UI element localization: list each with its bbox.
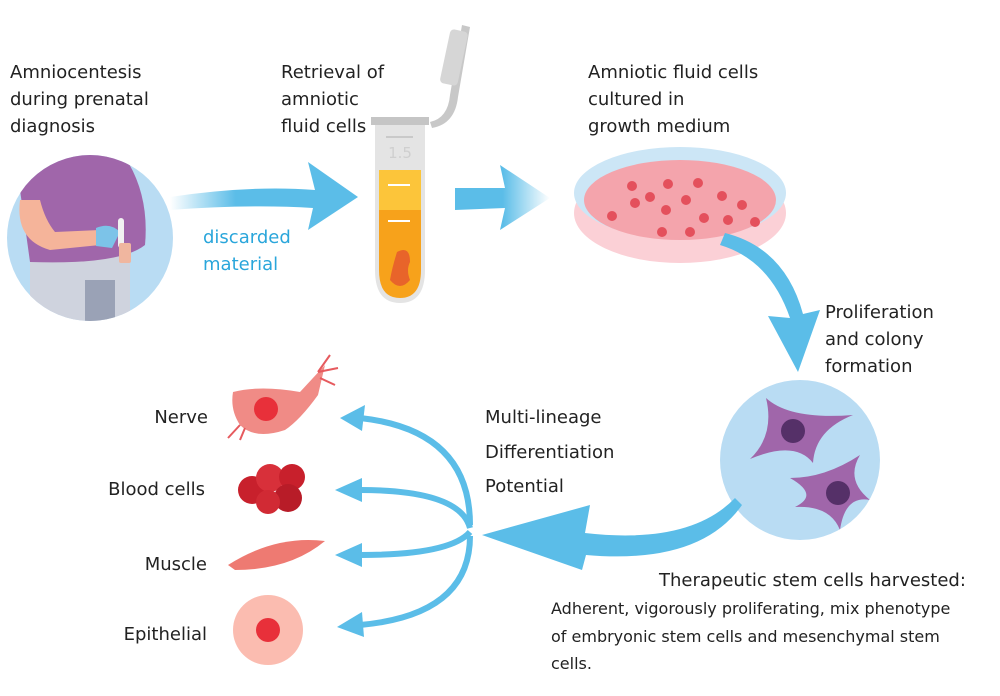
svg-text:of embryonic stem cells and me: of embryonic stem cells and mesenchymal … — [551, 627, 940, 646]
epithelial-cell-icon — [233, 595, 303, 665]
cell-type-muscle: Muscle — [145, 554, 207, 575]
svg-text:Differentiation: Differentiation — [485, 442, 614, 463]
retrieval-label: Retrieval of amniotic fluid cells — [281, 62, 385, 137]
cell-type-epithelial: Epithelial — [124, 624, 207, 645]
arrowheads — [335, 405, 365, 637]
svg-text:Proliferation: Proliferation — [825, 302, 934, 323]
differentiation-label: Multi-lineage Differentiation Potential — [485, 407, 614, 497]
svg-text:and colony: and colony — [825, 329, 924, 350]
svg-text:Amniotic fluid cells: Amniotic fluid cells — [588, 62, 758, 83]
arrow-to-differentiation — [482, 498, 742, 570]
muscle-cell-icon — [228, 540, 325, 570]
blood-cells-icon — [238, 464, 305, 514]
svg-text:discarded: discarded — [203, 227, 291, 248]
arrow-to-colony — [720, 233, 820, 372]
harvest-title: Therapeutic stem cells harvested: — [658, 570, 966, 591]
svg-text:during prenatal: during prenatal — [10, 89, 149, 110]
harvest-text: Therapeutic stem cells harvested: Adhere… — [551, 570, 966, 673]
proliferation-label: Proliferation and colony formation — [825, 302, 934, 377]
svg-text:formation: formation — [825, 356, 912, 377]
amniocentesis-label: Amniocentesis during prenatal diagnosis — [10, 62, 149, 137]
sample-tube-icon: 1.5 — [371, 25, 470, 303]
svg-text:growth medium: growth medium — [588, 116, 730, 137]
svg-text:Retrieval of: Retrieval of — [281, 62, 385, 83]
arrow-to-dish — [455, 165, 550, 230]
arrow-to-tube — [170, 162, 358, 230]
differentiation-arrows — [359, 415, 473, 628]
cell-type-blood: Blood cells — [108, 479, 205, 500]
nerve-cell-icon — [227, 354, 339, 441]
svg-text:diagnosis: diagnosis — [10, 116, 95, 137]
svg-text:cells.: cells. — [551, 654, 592, 673]
cell-type-labels: Nerve Blood cells Muscle Epithelial — [108, 407, 208, 645]
culture-label: Amniotic fluid cells cultured in growth … — [588, 62, 758, 137]
stem-cells-illustration — [720, 380, 880, 540]
discarded-label: discarded material — [203, 227, 291, 275]
tube-volume-label: 1.5 — [388, 144, 412, 162]
svg-text:fluid cells: fluid cells — [281, 116, 366, 137]
cell-type-nerve: Nerve — [154, 407, 208, 428]
patient-illustration — [7, 155, 173, 321]
svg-text:Multi-lineage: Multi-lineage — [485, 407, 602, 428]
svg-text:Amniocentesis: Amniocentesis — [10, 62, 142, 83]
svg-text:Adherent, vigorously prolifera: Adherent, vigorously proliferating, mix … — [551, 599, 950, 618]
svg-text:Potential: Potential — [485, 476, 564, 497]
svg-text:material: material — [203, 254, 278, 275]
svg-text:amniotic: amniotic — [281, 89, 359, 110]
svg-text:cultured in: cultured in — [588, 89, 684, 110]
